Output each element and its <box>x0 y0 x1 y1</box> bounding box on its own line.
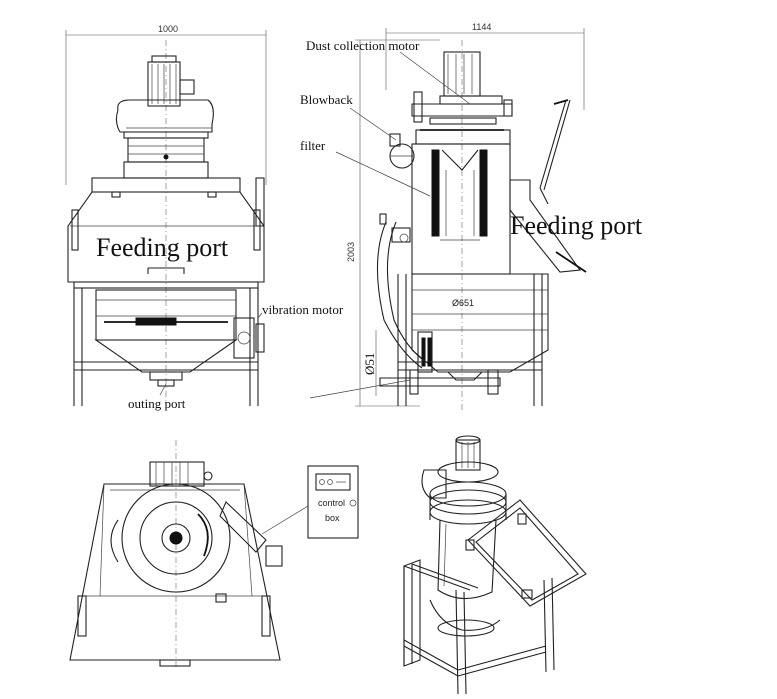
side-feeding-port-label: Feeding port <box>510 211 643 240</box>
side-height-dim: 2003 <box>346 242 356 262</box>
top-view: control box <box>69 440 359 670</box>
blowback-label: Blowback <box>300 92 353 107</box>
front-width-dim: 1000 <box>158 24 178 34</box>
side-dia-dim: Ø51 <box>362 353 377 375</box>
isometric-view <box>403 435 587 695</box>
control-box: control box <box>307 465 359 539</box>
dust-collection-motor-label: Dust collection motor <box>306 38 420 53</box>
front-view: 1000 Feeding por <box>65 24 344 411</box>
filter-label: filter <box>300 138 326 153</box>
outing-port-label: outing port <box>128 396 186 411</box>
front-motor <box>147 55 195 107</box>
control-box-line2: box <box>325 513 340 523</box>
side-width-dim: 1144 <box>472 22 491 32</box>
vibration-motor-label: vibration motor <box>262 302 344 317</box>
front-feeding-port-label: Feeding port <box>96 233 229 262</box>
control-box-line1: control <box>318 498 345 508</box>
side-view: 1144 2003 Ø51 <box>300 22 643 410</box>
inner-dia-dim: Ø651 <box>452 298 474 308</box>
